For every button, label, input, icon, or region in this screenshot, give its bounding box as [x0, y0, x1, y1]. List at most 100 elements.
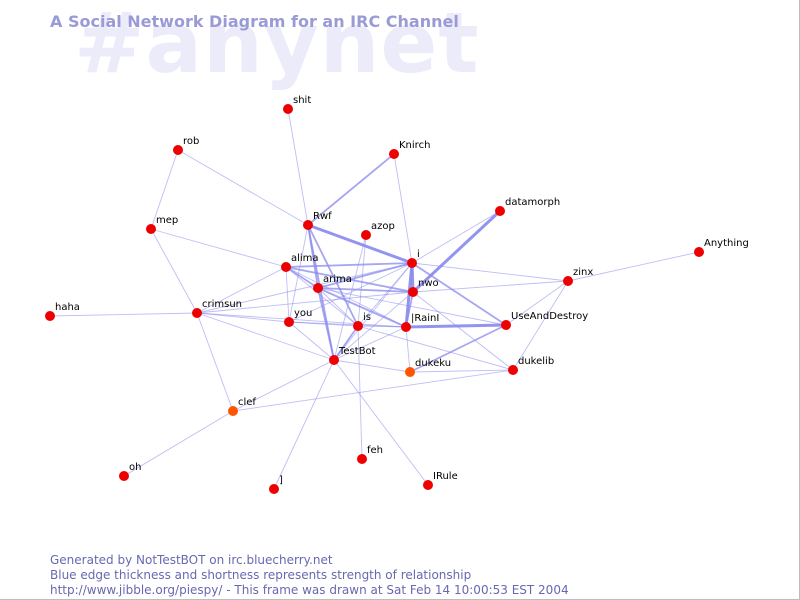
edge-haha-crimsun: [49, 312, 198, 317]
node-clef: clef: [228, 397, 256, 416]
edges-layer: [49, 108, 700, 490]
edge-Knirch-i: [393, 153, 413, 264]
node-dot-Rwf: [303, 220, 313, 230]
node-i: i: [407, 249, 420, 268]
node-dot-IRule: [423, 480, 433, 490]
edge-crimsun-clef: [196, 312, 234, 412]
node-nwo: nwo: [408, 278, 439, 297]
edge-Rwf-i: [307, 223, 413, 265]
edge-alima-you: [285, 266, 290, 323]
edge-dukeku-dukelib: [409, 369, 514, 373]
channel-watermark: #anynet: [74, 0, 480, 92]
node-label-arima: arima: [323, 274, 352, 285]
edge-rob-Rwf: [177, 149, 309, 226]
edge-crimsun-you: [196, 312, 290, 323]
node-label-is: is: [363, 312, 371, 323]
edge-is-IRainI: [357, 325, 407, 328]
footer-line-legend: Blue edge thickness and shortness repres…: [50, 568, 472, 582]
node-dot-nwo: [408, 287, 418, 297]
node-dukelib: dukelib: [508, 356, 554, 375]
edge-alima-crimsun: [196, 266, 287, 314]
edge-clef-oh: [123, 410, 234, 477]
node-label-azop: azop: [371, 221, 395, 232]
node-label-zinx: zinx: [573, 267, 593, 278]
edge-IRainI-UseAndDestroy: [405, 323, 507, 329]
edge-alima-arima: [285, 266, 319, 289]
edge-i-crimsun: [196, 262, 413, 314]
node-Anything: Anything: [694, 238, 749, 257]
node-label-TestBot: TestBot: [338, 346, 376, 357]
node-arima: arima: [313, 274, 352, 293]
node-dot-shit: [283, 104, 293, 114]
node-label-clef: clef: [238, 397, 256, 408]
node-crimsun: crimsun: [192, 299, 242, 318]
node-label-UseAndDestroy: UseAndDestroy: [511, 311, 588, 322]
node-label-rob: rob: [183, 136, 199, 147]
edge-Anything-zinx: [567, 251, 700, 282]
edge-TestBot-dukeku: [333, 359, 411, 373]
node-dot-you: [284, 317, 294, 327]
node-dot-dukelib: [508, 365, 518, 375]
node-dot-TestBot: [329, 355, 339, 365]
edge-nwo-zinx: [412, 280, 569, 293]
edge-shit-Rwf: [287, 108, 309, 226]
node-dot-rob: [173, 145, 183, 155]
node-label-i: i: [417, 249, 420, 260]
node-Rwf: Rwf: [303, 211, 332, 230]
node-dot-haha: [45, 311, 55, 321]
edge-rob-mep: [150, 149, 179, 230]
node-dukeku: dukeku: [405, 358, 451, 377]
edge-mep-alima: [150, 228, 287, 268]
node-zinx: zinx: [563, 267, 593, 286]
node-label-dukelib: dukelib: [518, 356, 554, 367]
edge-datamorph-i: [411, 210, 501, 264]
node-label-oh: oh: [129, 462, 141, 473]
node-TestBot: TestBot: [329, 346, 376, 365]
node-dot-feh: [357, 454, 367, 464]
edge-azop-TestBot: [333, 234, 367, 361]
node-UseAndDestroy: UseAndDestroy: [501, 311, 588, 330]
edge-Knirch-Rwf: [307, 153, 395, 226]
node-dot-oh: [119, 471, 129, 481]
node-label-J: ]: [279, 475, 283, 486]
diagram-title: A Social Network Diagram for an IRC Chan…: [50, 12, 459, 31]
edge-arima-is: [317, 287, 359, 327]
node-dot-Knirch: [389, 149, 399, 159]
edge-clef-dukelib: [232, 369, 514, 412]
node-oh: oh: [119, 462, 141, 481]
edge-zinx-dukelib: [512, 280, 569, 371]
edge-UseAndDestroy-dukeku: [409, 324, 507, 373]
footer-line-url: http://www.jibble.org/piespy/ - This fra…: [50, 583, 569, 597]
footer-line-generator: Generated by NotTestBOT on irc.bluecherr…: [50, 553, 333, 567]
node-dot-arima: [313, 283, 323, 293]
node-label-mep: mep: [156, 215, 178, 226]
node-dot-zinx: [563, 276, 573, 286]
edge-UseAndDestroy-zinx: [505, 280, 569, 326]
edge-i-you: [288, 262, 413, 323]
node-azop: azop: [361, 221, 395, 240]
edge-nwo-crimsun: [196, 291, 414, 314]
edge-IRainI-TestBot: [333, 326, 407, 361]
node-feh: feh: [357, 445, 383, 464]
edge-nwo-IRainI: [405, 291, 414, 328]
node-dot-Anything: [694, 247, 704, 257]
node-J: ]: [269, 475, 283, 494]
node-label-you: you: [294, 308, 312, 319]
edge-azop-is: [357, 234, 367, 327]
node-Knirch: Knirch: [389, 140, 430, 159]
node-you: you: [284, 308, 312, 327]
node-IRainI: |RainI: [401, 313, 439, 332]
edge-mep-crimsun: [150, 228, 198, 314]
edge-alima-nwo: [285, 266, 414, 293]
node-dot-clef: [228, 406, 238, 416]
edge-alima-is: [285, 266, 359, 327]
node-IRule: IRule: [423, 471, 458, 490]
edge-arima-nwo: [317, 287, 414, 293]
edge-datamorph-nwo: [411, 209, 502, 294]
footer: Generated by NotTestBOT on irc.bluecherr…: [50, 553, 569, 598]
edge-crimsun-TestBot: [196, 312, 335, 361]
node-shit: shit: [283, 95, 311, 114]
node-label-Anything: Anything: [704, 238, 749, 249]
